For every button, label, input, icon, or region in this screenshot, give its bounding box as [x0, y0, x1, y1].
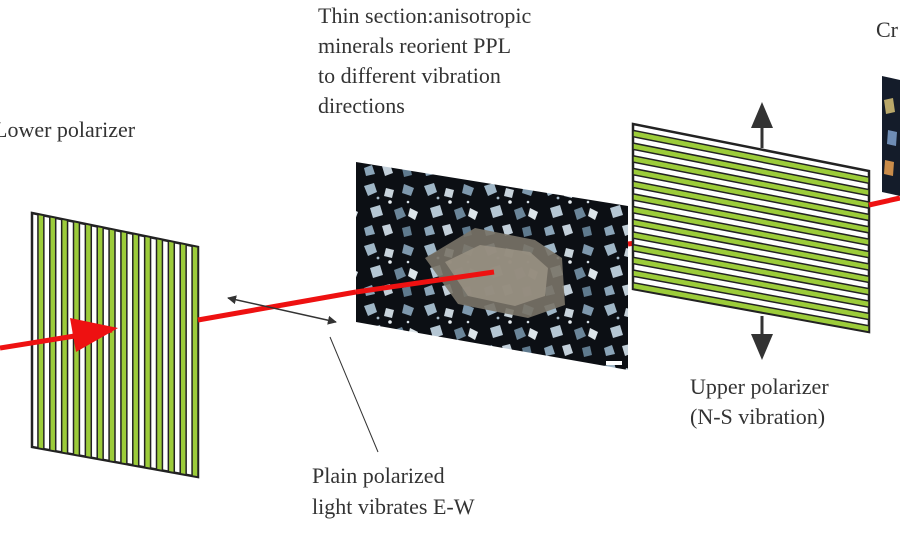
light-beam-outgoing: [868, 195, 900, 208]
lower-polarizer-stripe: [37, 213, 45, 451]
upper-polarizer-stripe: [632, 218, 870, 271]
thin-section-label-line: to different vibration: [318, 63, 501, 88]
ppl-label-line: Plain polarized: [312, 463, 445, 488]
upper-polarizer-stripe: [632, 230, 870, 284]
upper-polarizer-stripes: [632, 129, 870, 333]
lower-polarizer-stripe: [108, 227, 116, 463]
upper-polarizer-stripe: [632, 142, 870, 197]
upper-polarizer-stripe: [632, 205, 870, 259]
lower-polarizer-stripe: [143, 235, 152, 470]
ppl-leader-line: [329, 336, 379, 453]
upper-polarizer-stripe: [632, 180, 870, 234]
lower-polarizer-stripe: [120, 230, 128, 466]
upper-polarizer-stripe: [632, 281, 870, 333]
upper-polarizer-label-line: Upper polarizer: [690, 374, 829, 399]
upper-polarizer-stripe: [632, 129, 870, 185]
upper-polarizer-stripe: [632, 243, 870, 296]
crossed-polarizer-image: [882, 76, 900, 196]
lower-polarizer: [30, 211, 200, 479]
light-beam-in-section: [355, 269, 495, 295]
thin-section-label-line: minerals reorient PPL: [318, 33, 511, 58]
ew-vibration-arrow: [227, 295, 337, 325]
upper-polarizer-stripe: [632, 269, 870, 321]
thin-section: [356, 162, 628, 370]
upper-polarizer-label: Upper polarizer (N-S vibration): [690, 374, 834, 429]
lower-polarizer-stripe: [191, 244, 199, 478]
lower-polarizer-stripe: [167, 240, 176, 474]
lower-polarizer-stripe: [96, 225, 104, 461]
upper-polarizer-stripe: [632, 256, 870, 309]
lower-polarizer-stripe: [49, 215, 57, 453]
lower-polarizer-label: Lower polarizer: [0, 117, 136, 142]
upper-polarizer-label-line: (N-S vibration): [690, 404, 825, 429]
thin-section-label-line: directions: [318, 93, 405, 118]
ns-vibration-arrows: [751, 102, 773, 360]
upper-polarizer-stripe: [632, 192, 870, 247]
ppl-label: Plain polarized light vibrates E-W: [312, 463, 475, 519]
lower-polarizer-stripe: [155, 237, 164, 472]
thin-section-label-line: Thin section:anisotropic: [318, 3, 531, 28]
ppl-label-line: light vibrates E-W: [312, 494, 475, 519]
upper-polarizer-stripe: [632, 167, 870, 222]
upper-polarizer: [631, 122, 871, 334]
light-beam-ppl: [197, 289, 357, 323]
beam-arrowhead: [70, 318, 118, 352]
upper-polarizer-stripe: [632, 154, 870, 210]
thin-section-label: Thin section:anisotropic minerals reorie…: [318, 3, 537, 118]
lower-polarizer-stripe: [179, 242, 187, 476]
lower-polarizer-stripe: [132, 232, 140, 468]
crossed-label-partial: Cr: [876, 17, 899, 42]
